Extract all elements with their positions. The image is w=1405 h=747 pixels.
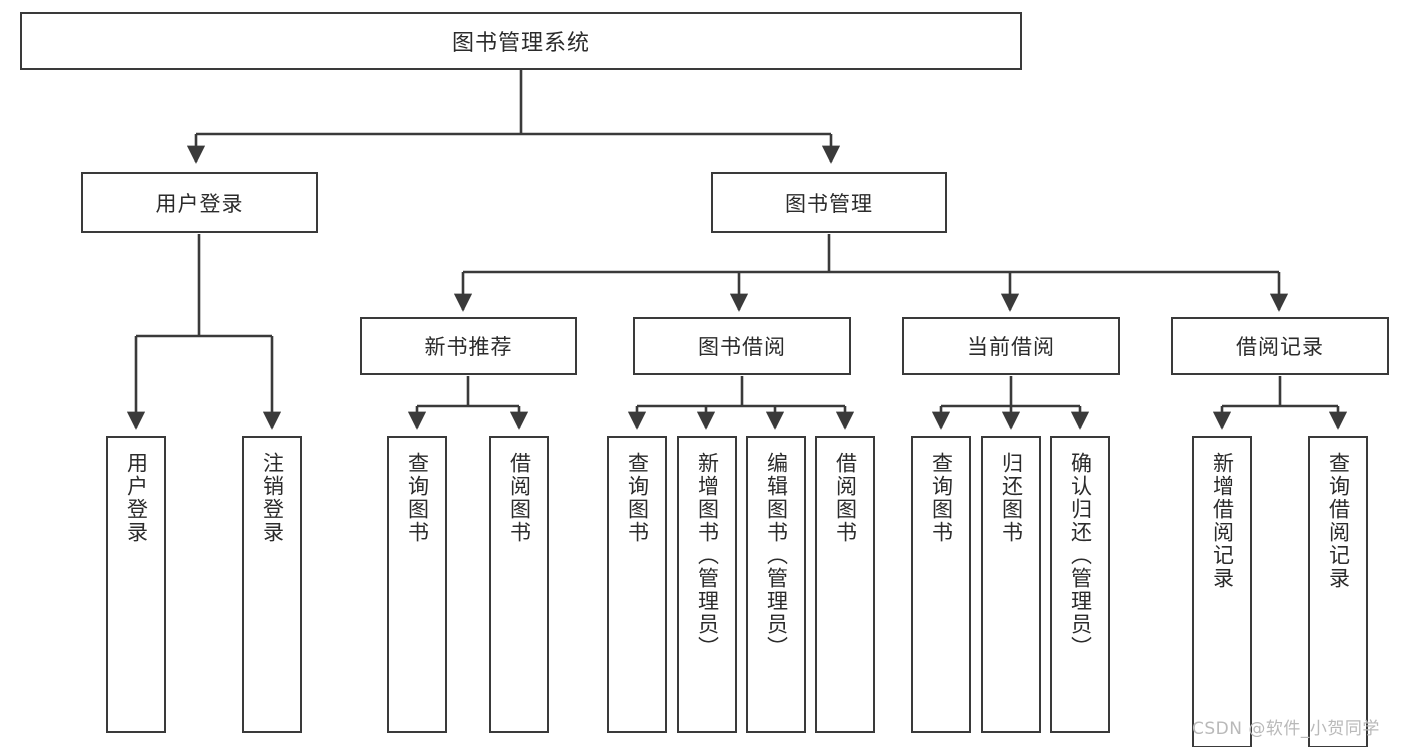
node-borrow-record-label: 借阅记录 [1236, 335, 1324, 359]
node-leaf-add-record-label: 新增借阅记录 [1210, 452, 1235, 590]
node-leaf-user-login-label: 用户登录 [124, 452, 149, 544]
node-leaf-borrow-book-2-label: 借阅图书 [833, 452, 858, 544]
node-leaf-query-book-1-label: 查询图书 [405, 452, 430, 544]
node-current-borrow-label: 当前借阅 [967, 335, 1055, 359]
node-leaf-query-book-3[interactable]: 查询图书 [911, 436, 971, 733]
node-leaf-user-logout[interactable]: 注销登录 [242, 436, 302, 733]
node-leaf-add-book-label: 新增图书（管理员） [695, 452, 720, 659]
node-current-borrow[interactable]: 当前借阅 [902, 317, 1120, 375]
node-root-label: 图书管理系统 [451, 31, 590, 56]
node-borrow-record[interactable]: 借阅记录 [1171, 317, 1389, 375]
node-book-manage-label: 图书管理 [785, 191, 873, 216]
node-leaf-return-book-label: 归还图书 [999, 452, 1024, 544]
node-leaf-query-book-3-label: 查询图书 [929, 452, 954, 544]
node-leaf-confirm-return[interactable]: 确认归还（管理员） [1050, 436, 1110, 733]
node-leaf-return-book[interactable]: 归还图书 [981, 436, 1041, 733]
node-book-borrow[interactable]: 图书借阅 [633, 317, 851, 375]
node-leaf-confirm-return-label: 确认归还（管理员） [1068, 452, 1093, 659]
node-leaf-user-login[interactable]: 用户登录 [106, 436, 166, 733]
node-leaf-borrow-book-2[interactable]: 借阅图书 [815, 436, 875, 733]
node-user-login[interactable]: 用户登录 [81, 172, 318, 233]
node-leaf-query-book-2-label: 查询图书 [625, 452, 650, 544]
node-book-manage[interactable]: 图书管理 [711, 172, 947, 233]
node-new-book-recommend[interactable]: 新书推荐 [360, 317, 577, 375]
node-leaf-user-logout-label: 注销登录 [260, 452, 285, 544]
node-leaf-query-record[interactable]: 查询借阅记录 [1308, 436, 1368, 747]
node-leaf-borrow-book-1-label: 借阅图书 [507, 452, 532, 544]
node-root[interactable]: 图书管理系统 [20, 12, 1022, 70]
node-new-book-recommend-label: 新书推荐 [424, 335, 513, 359]
csdn-watermark: CSDN @软件_小贺同学 [1192, 719, 1380, 739]
node-user-login-label: 用户登录 [155, 191, 244, 216]
node-leaf-borrow-book-1[interactable]: 借阅图书 [489, 436, 549, 733]
node-leaf-query-book-1[interactable]: 查询图书 [387, 436, 447, 733]
node-leaf-add-record[interactable]: 新增借阅记录 [1192, 436, 1252, 747]
node-leaf-query-book-2[interactable]: 查询图书 [607, 436, 667, 733]
node-leaf-query-record-label: 查询借阅记录 [1326, 452, 1351, 590]
node-leaf-add-book[interactable]: 新增图书（管理员） [677, 436, 737, 733]
node-leaf-edit-book-label: 编辑图书（管理员） [764, 452, 789, 659]
node-book-borrow-label: 图书借阅 [698, 335, 786, 359]
node-leaf-edit-book[interactable]: 编辑图书（管理员） [746, 436, 806, 733]
